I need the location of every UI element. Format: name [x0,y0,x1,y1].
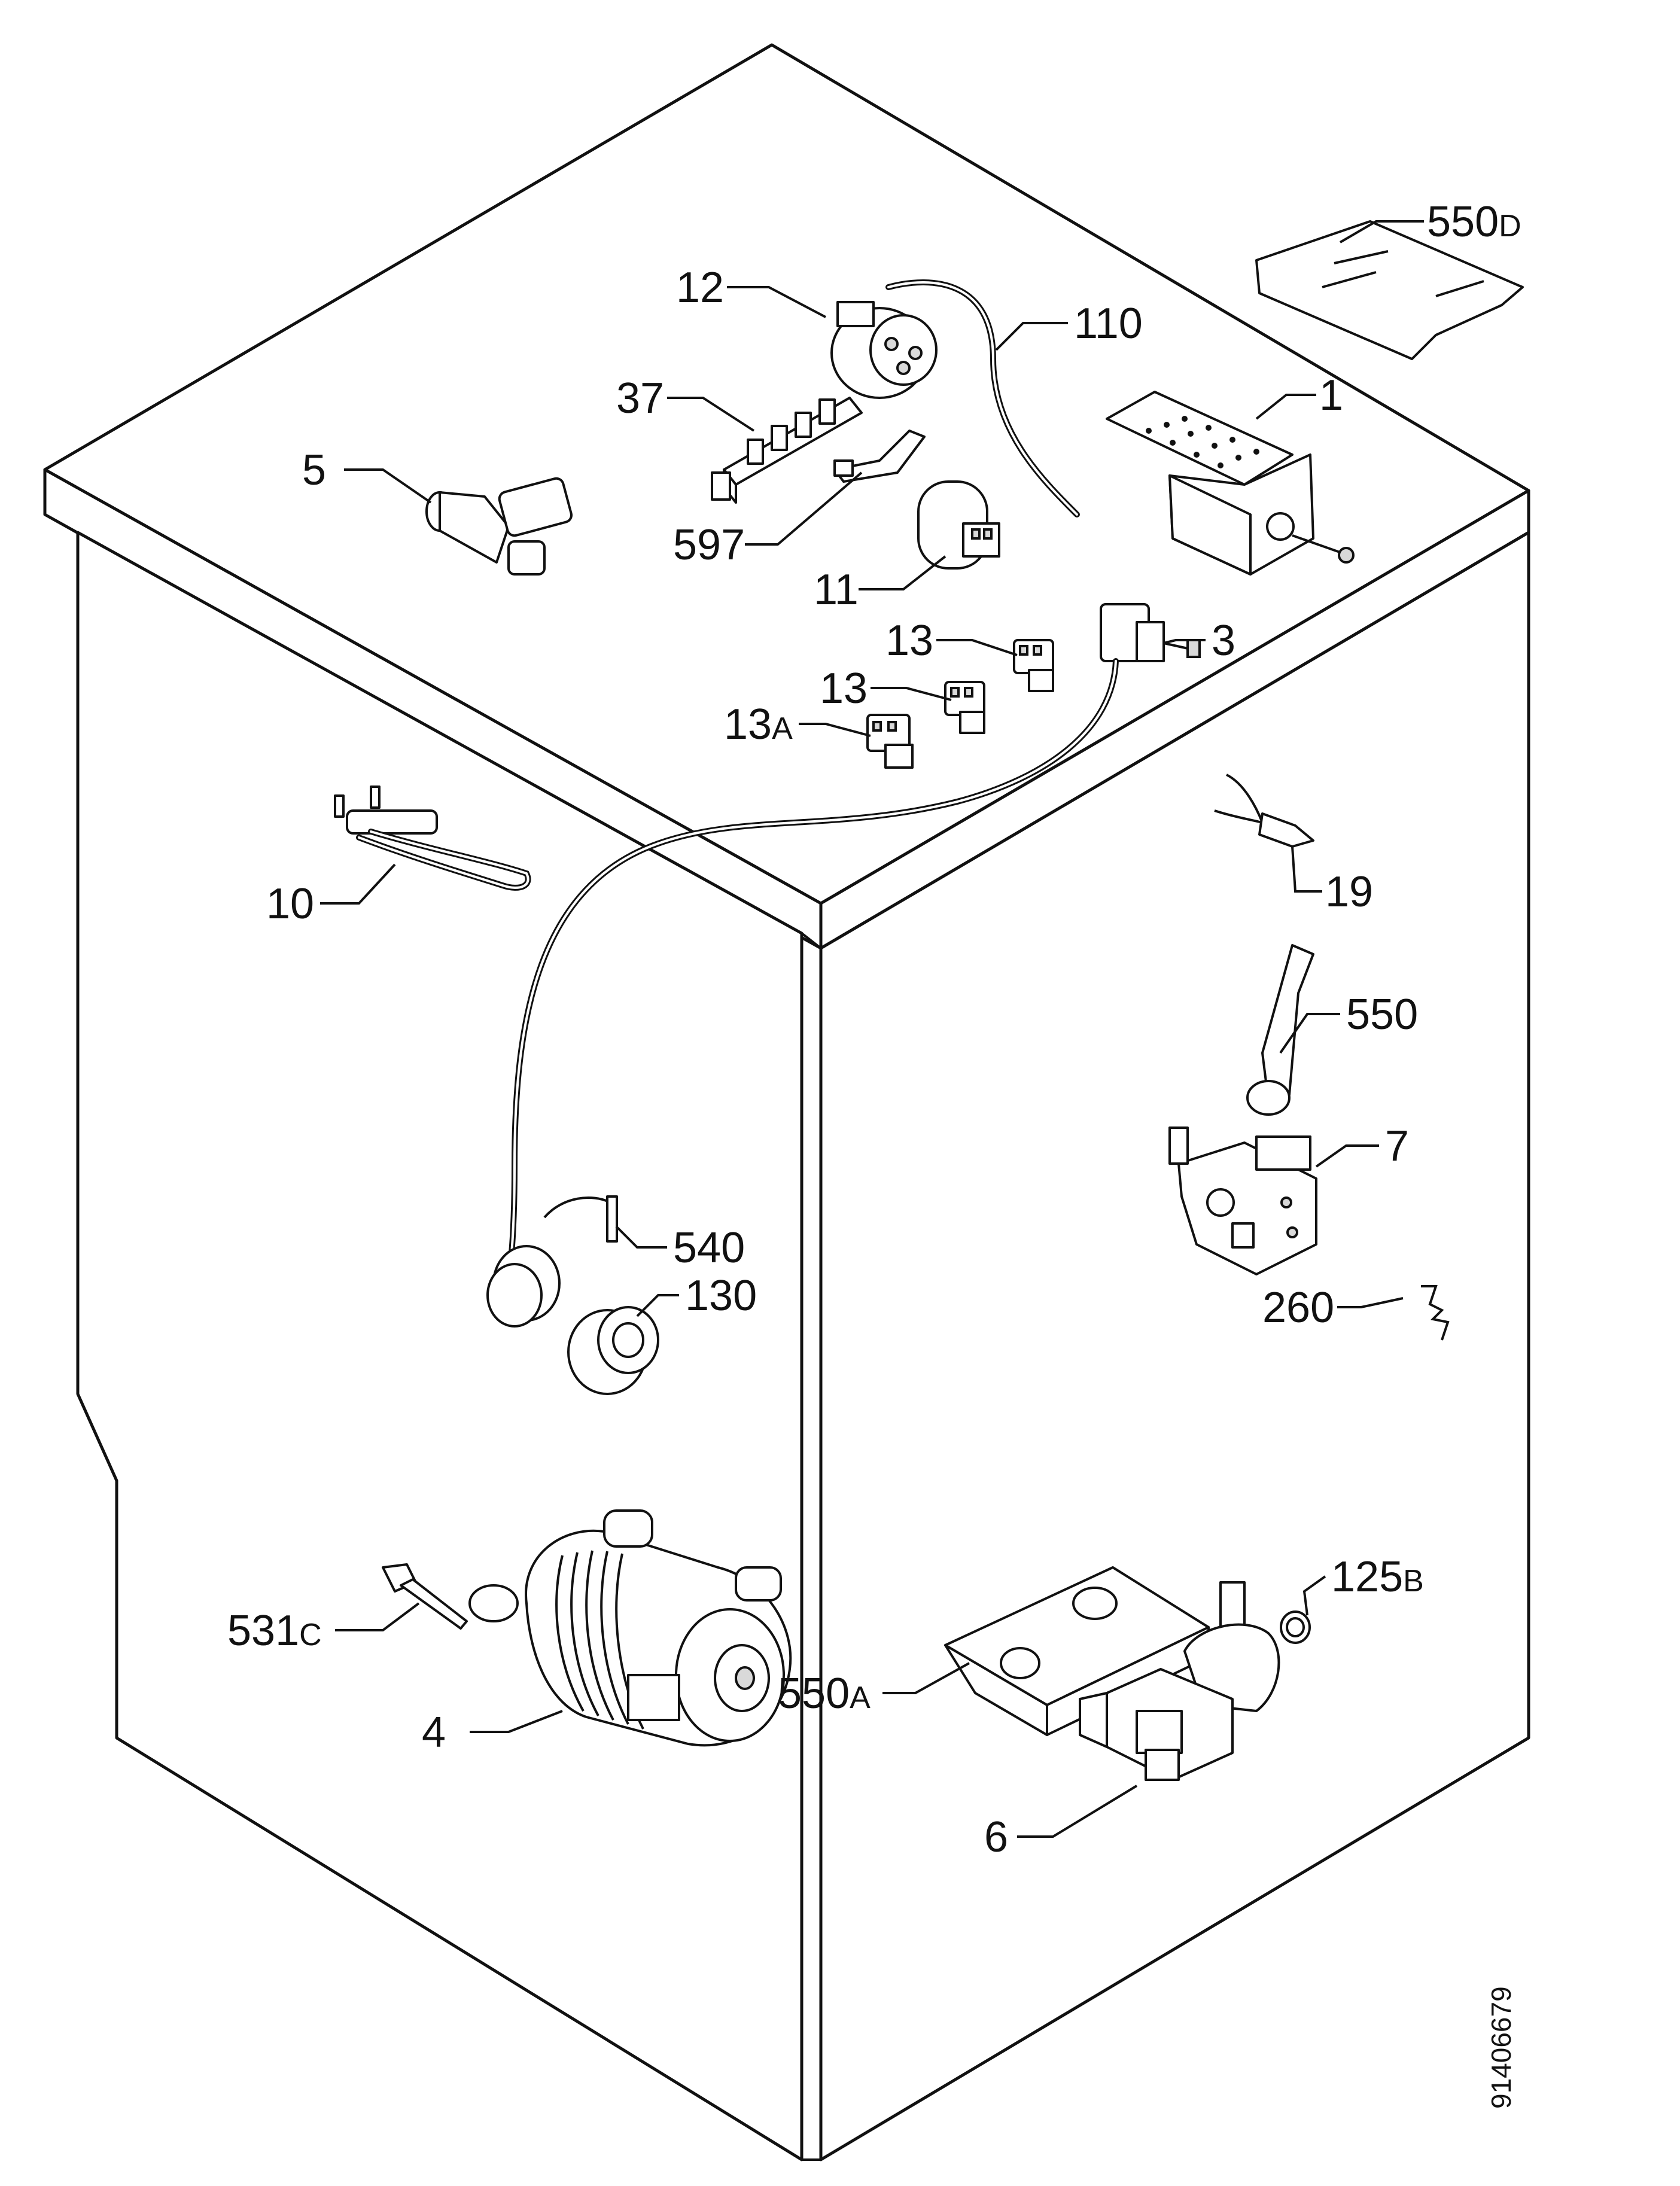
switch-3 [1100,603,1201,662]
part-labels: 550D 110 12 37 1 5 597 11 13 3 13 13A 19… [227,198,1521,1861]
motor-4 [468,1509,792,1747]
label-550a: 550A [778,1670,871,1718]
label-1: 1 [1319,372,1343,419]
inlet-valve-5 [425,477,573,576]
label-19: 19 [1325,868,1373,916]
wiring-cable [506,658,1119,1289]
grommet-cable-end [486,1245,561,1328]
leader-lines [320,220,1424,1838]
seal-ring-125b [1280,1610,1311,1644]
label-11: 11 [814,566,859,614]
cable-tie-540 [543,1195,618,1243]
capacitor-11 [917,480,1000,570]
label-110: 110 [1074,300,1143,348]
hose-110 [885,279,1080,517]
cabinet-outline [43,43,1530,2161]
label-3: 3 [1212,617,1235,665]
drain-pump-6 [1079,1581,1280,1781]
drawing-number: 91406679 [1486,1986,1517,2109]
label-12: 12 [676,264,724,312]
label-4: 4 [422,1709,446,1756]
label-260: 260 [1262,1284,1334,1332]
label-10: 10 [266,880,314,928]
ntc-sensor-19 [1214,774,1314,848]
connector-13-middle [944,681,985,734]
label-6: 6 [984,1813,1008,1861]
label-550d: 550D [1427,198,1521,246]
connector-13-upper [1013,639,1054,692]
label-13-upper: 13 [885,617,933,665]
terminal-block-37 [711,397,863,504]
door-interlock-7 [1168,1127,1317,1275]
pressure-switch-12 [830,301,938,399]
label-13a: 13A [724,701,793,748]
connector-13a [866,714,914,769]
programme-selector-1 [1106,391,1355,576]
label-531c: 531C [227,1607,322,1655]
heating-element-10 [334,786,531,891]
screw-531c [382,1563,468,1630]
label-130: 130 [685,1272,757,1320]
label-550: 550 [1346,991,1418,1039]
label-13-middle: 13 [820,665,868,713]
grommet-130 [567,1306,659,1395]
label-7: 7 [1385,1122,1409,1170]
label-5: 5 [302,446,326,494]
label-125b: 125B [1331,1553,1424,1601]
programmer-dot-grid [1146,416,1259,468]
door-lever-550 [1246,944,1314,1116]
label-37: 37 [616,375,664,422]
spring-260 [1421,1285,1450,1341]
label-597: 597 [673,521,745,569]
cover-plate-550d [1255,220,1524,360]
cabinet-right-side [819,531,1530,2161]
label-540: 540 [673,1224,745,1272]
bracket-597 [833,430,926,483]
